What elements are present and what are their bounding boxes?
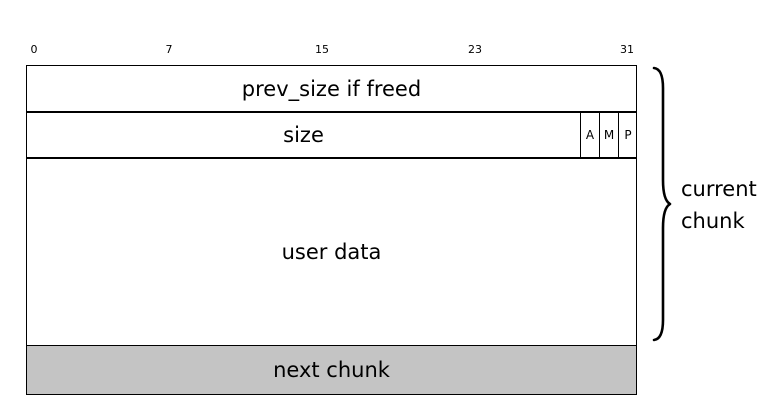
size-field: size A M P: [26, 111, 637, 159]
next-chunk-label: next chunk: [273, 358, 390, 382]
prev-size-field: prev_size if freed: [26, 65, 637, 113]
bit-label-7: 7: [165, 43, 173, 56]
current-chunk-line-1: current: [681, 177, 757, 201]
bit-label-23: 23: [468, 43, 482, 56]
next-chunk-field: next chunk: [26, 345, 637, 395]
current-chunk-label: current chunk: [681, 173, 757, 237]
curly-brace-icon: [652, 66, 672, 342]
user-data-label: user data: [281, 240, 382, 264]
flag-m-label: M: [603, 128, 615, 142]
bit-label-0: 0: [30, 43, 38, 56]
user-data-field: user data: [26, 157, 637, 347]
flag-p-label: P: [624, 128, 632, 142]
bit-label-31: 31: [620, 43, 634, 56]
current-chunk-line-2: chunk: [681, 209, 745, 233]
flag-p-cell: P: [618, 112, 637, 158]
size-label: size: [283, 123, 324, 147]
flag-m-cell: M: [599, 112, 618, 158]
flag-a-label: A: [585, 128, 595, 142]
prev-size-label: prev_size if freed: [241, 77, 422, 101]
bit-label-15: 15: [315, 43, 329, 56]
flag-a-cell: A: [580, 112, 599, 158]
